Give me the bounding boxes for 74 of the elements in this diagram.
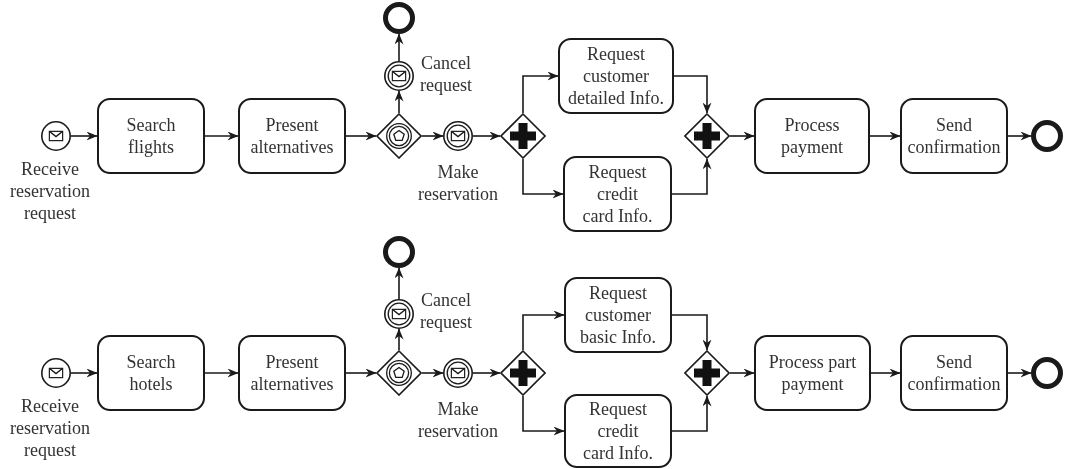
sequence-flow-arrow — [204, 131, 239, 141]
parallel-gateway — [500, 350, 546, 396]
task-label: Request customer basic Info. — [579, 282, 657, 348]
task-label: Request credit card Info. — [581, 161, 654, 227]
message-catch-event — [384, 61, 414, 91]
task-box — [238, 98, 346, 174]
sequence-flow-arrow — [394, 90, 404, 114]
sequence-flow-arrow — [522, 158, 564, 199]
sequence-flow-arrow — [345, 131, 377, 141]
parallel-gateway — [684, 350, 730, 396]
task-label: Request customer detailed Info. — [567, 43, 665, 109]
task-box — [900, 335, 1008, 411]
task-label: Process part payment — [767, 351, 858, 395]
sequence-flow-arrow — [870, 368, 901, 378]
sequence-flow-arrow — [1007, 368, 1032, 378]
sequence-flow-arrow — [394, 267, 404, 300]
task-label: Process payment — [780, 114, 844, 158]
task-label: Present alternatives — [249, 114, 335, 158]
sequence-flow-arrow — [204, 368, 239, 378]
end-event — [1031, 357, 1063, 389]
sequence-flow-arrow — [70, 368, 98, 378]
event-based-gateway — [376, 113, 422, 159]
parallel-gateway — [684, 113, 730, 159]
sequence-flow-arrow — [472, 368, 501, 378]
sequence-flow-arrow — [729, 131, 755, 141]
event-label: Receive reservation request — [9, 158, 91, 224]
event-based-gateway — [376, 350, 422, 396]
task-box — [564, 277, 672, 353]
task-label: Send confirmation — [906, 351, 1002, 395]
sequence-flow-arrow — [394, 33, 404, 62]
event-label: Cancel request — [419, 289, 473, 333]
message-catch-event — [443, 121, 473, 151]
event-label: Receive reservation request — [9, 395, 91, 461]
event-label: Cancel request — [419, 52, 473, 96]
sequence-flow-arrow — [869, 131, 901, 141]
sequence-flow-arrow — [671, 395, 712, 432]
task-box — [238, 335, 346, 411]
sequence-flow-arrow — [671, 158, 712, 195]
end-event — [1031, 120, 1063, 152]
message-catch-event — [443, 358, 473, 388]
task-label: Request credit card Info. — [582, 398, 654, 464]
message-start-event — [41, 358, 71, 388]
sequence-flow-arrow — [671, 314, 712, 351]
sequence-flow-arrow — [472, 131, 501, 141]
task-box — [563, 156, 672, 232]
sequence-flow-arrow — [70, 131, 98, 141]
task-label: Search flights — [125, 114, 177, 158]
end-event — [383, 2, 415, 34]
sequence-flow-arrow — [421, 368, 444, 378]
sequence-flow-arrow — [394, 328, 404, 351]
task-box — [754, 98, 870, 174]
end-event — [383, 236, 415, 268]
parallel-gateway — [500, 113, 546, 159]
task-box — [754, 335, 871, 411]
message-start-event — [41, 121, 71, 151]
task-label: Send confirmation — [906, 114, 1002, 158]
sequence-flow-arrow — [522, 71, 559, 114]
sequence-flow-arrow — [522, 395, 565, 436]
task-label: Search hotels — [125, 351, 177, 395]
sequence-flow-arrow — [345, 368, 377, 378]
sequence-flow-arrow — [673, 75, 712, 114]
task-box — [900, 98, 1008, 174]
sequence-flow-arrow — [421, 131, 444, 141]
task-box — [97, 335, 205, 411]
event-label: Make reservation — [417, 398, 499, 442]
sequence-flow-arrow — [1007, 131, 1032, 141]
event-label: Make reservation — [417, 161, 499, 205]
task-box — [558, 38, 674, 114]
task-box — [564, 394, 672, 468]
sequence-flow-arrow — [729, 368, 755, 378]
message-catch-event — [384, 299, 414, 329]
task-label: Present alternatives — [249, 351, 335, 395]
sequence-flow-arrow — [522, 310, 565, 351]
task-box — [97, 98, 205, 174]
